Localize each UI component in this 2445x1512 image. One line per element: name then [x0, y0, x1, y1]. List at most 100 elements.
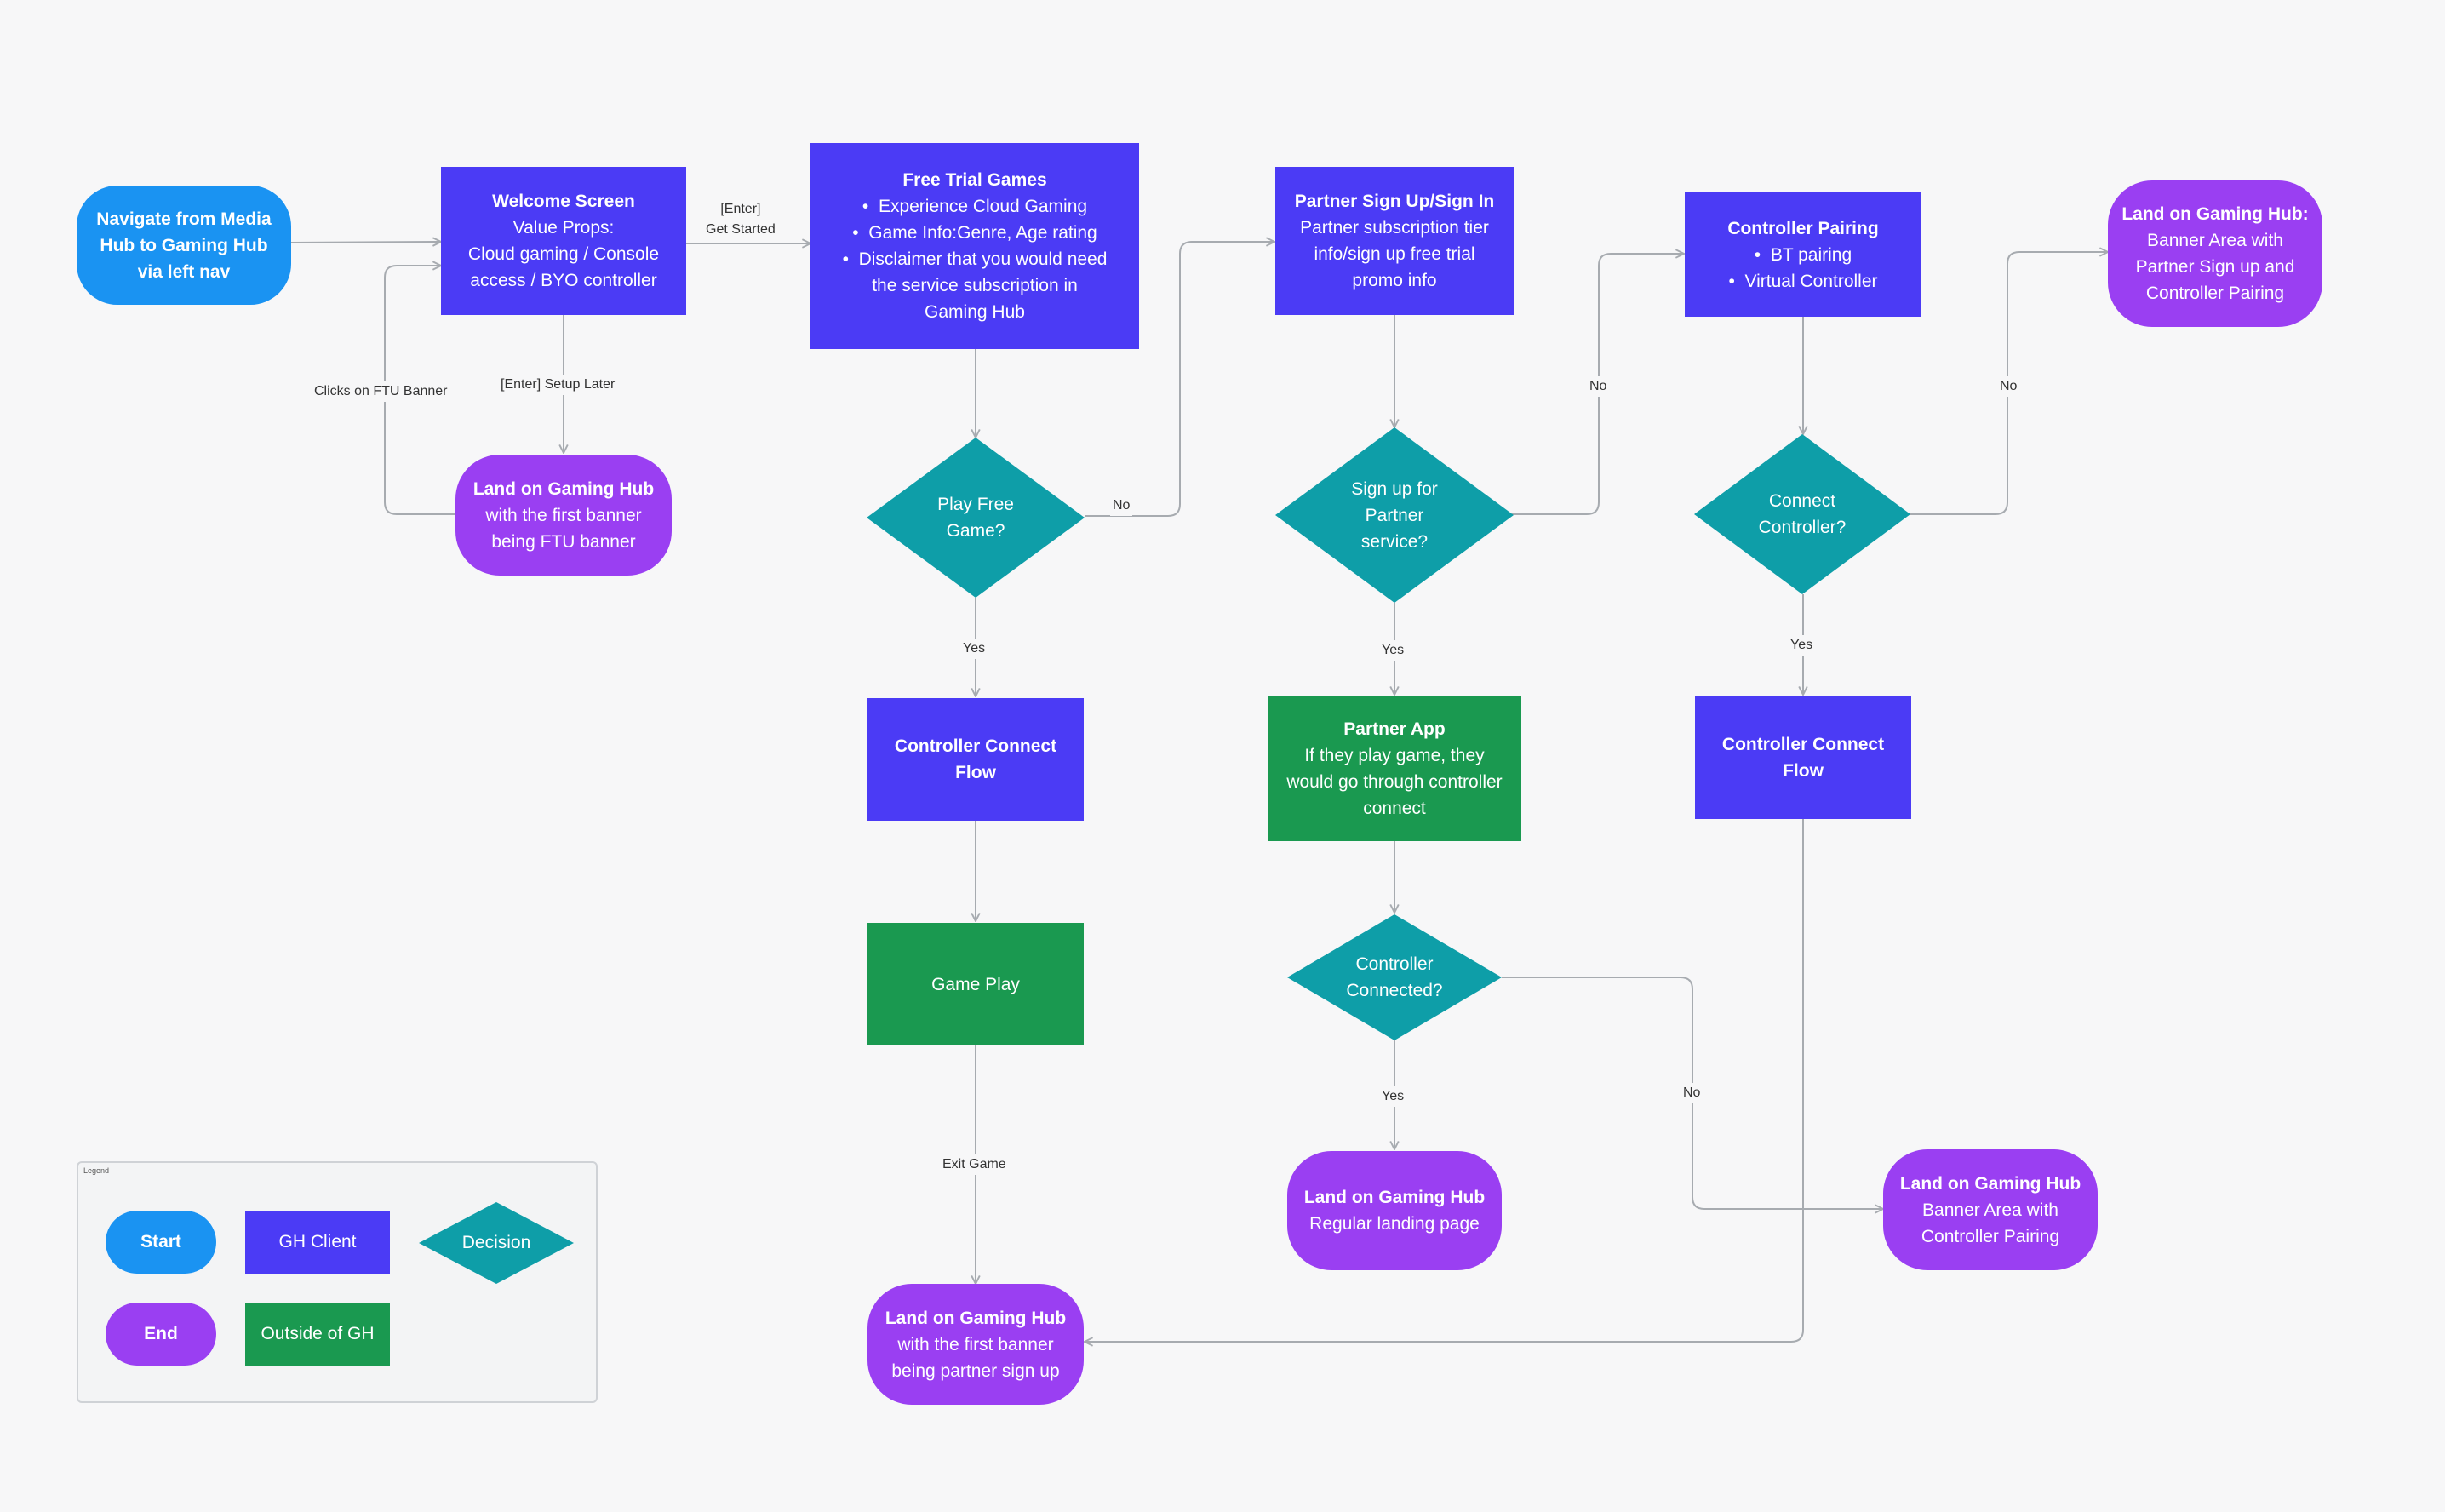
legend-gh-client: GH Client — [245, 1211, 390, 1274]
node-line: Controller Connect — [894, 736, 1057, 756]
decision-line: Controller? — [1758, 518, 1847, 537]
diamond-shape — [419, 1202, 574, 1284]
edge-label-line: [Enter] — [720, 202, 761, 216]
node-line: the service subscription in — [872, 276, 1078, 295]
node-line: with the first banner — [485, 505, 642, 525]
node-line: promo info — [1352, 271, 1437, 290]
node-line: Controller Connect — [1721, 735, 1885, 754]
legend-title: Legend — [83, 1166, 110, 1175]
edge-play-free-no-to-partner-signup — [1085, 242, 1274, 517]
edge-label-yes: Yes — [1379, 1086, 1407, 1107]
node-line: Gaming Hub — [925, 302, 1025, 322]
partner-signup-node: Partner Sign Up/Sign In Partner subscrip… — [1275, 167, 1514, 315]
decision-line: Connect — [1768, 491, 1836, 511]
edge-label-exit-game: Exit Game — [940, 1154, 1009, 1175]
node-line: If they play game, they — [1304, 746, 1485, 765]
legend-decision-label: Decision — [461, 1233, 531, 1252]
diamond-shape — [1287, 914, 1502, 1040]
edge-label-get-started: [Enter] Get Started — [703, 199, 778, 240]
node-line: connect — [1363, 799, 1426, 818]
edge-label-clicks-ftu-banner: Clicks on FTU Banner — [312, 381, 450, 402]
legend-outside-gh: Outside of GH — [245, 1303, 390, 1366]
land-ftu-banner-node: Land on Gaming Hub with the first banner… — [455, 455, 672, 576]
decision-line: service? — [1360, 531, 1429, 552]
partner-app-node: Partner App If they play game, they woul… — [1268, 696, 1521, 841]
node-line: Value Props: — [512, 218, 615, 238]
node-line: with the first banner — [897, 1334, 1054, 1354]
start-navigate-node: Navigate from Media Hub to Gaming Hub vi… — [77, 186, 291, 305]
edge-navigate-to-welcome — [290, 242, 441, 243]
node-bullets: Experience Cloud Gaming Game Info:Genre,… — [843, 193, 1108, 272]
node-title: Land on Gaming Hub — [885, 1308, 1067, 1328]
decision-line: Play Free — [937, 495, 1014, 514]
edge-label-no: No — [1110, 495, 1133, 516]
node-line: Navigate from Media — [96, 209, 272, 229]
node-line: Partner subscription tier — [1300, 218, 1489, 238]
bullet-item: Virtual Controller — [1728, 268, 1878, 295]
node-bullets: BT pairing Virtual Controller — [1728, 242, 1878, 295]
land-partner-banner-node: Land on Gaming Hub with the first banner… — [867, 1284, 1084, 1405]
edge-controller-connect-2-to-land-partner-banner — [1085, 819, 1804, 1342]
edge-label-yes: Yes — [1788, 635, 1816, 656]
edge-label-yes: Yes — [1379, 640, 1407, 661]
decision-line: Game? — [946, 521, 1005, 541]
diamond-shape — [1275, 427, 1514, 603]
play-free-game-decision: Play Free Game? — [867, 438, 1085, 598]
legend-start: Start — [106, 1211, 216, 1274]
decision-line: Connected? — [1346, 981, 1443, 1000]
node-line: Controller Pairing — [1921, 1226, 2060, 1246]
bullet-item: Disclaimer that you would need — [843, 246, 1108, 272]
node-line: Cloud gaming / Console — [467, 244, 660, 264]
decision-line: Sign up for — [1351, 478, 1438, 499]
legend-panel: Legend Start GH Client Decision End Outs… — [77, 1161, 598, 1403]
node-line: Banner Area with — [1922, 1200, 2058, 1220]
welcome-screen-node: Welcome Screen Value Props: Cloud gaming… — [441, 167, 686, 315]
legend-end: End — [106, 1303, 216, 1366]
node-title: Welcome Screen — [492, 192, 635, 211]
controller-connected-decision: Controller Connected? — [1287, 914, 1502, 1040]
bullet-item: Experience Cloud Gaming — [843, 193, 1108, 220]
controller-connect-flow-node: Controller Connect Flow — [867, 698, 1084, 821]
controller-pairing-node: Controller Pairing BT pairing Virtual Co… — [1685, 192, 1921, 317]
land-regular-node: Land on Gaming Hub Regular landing page — [1287, 1151, 1502, 1270]
diamond-shape — [1694, 434, 1910, 594]
node-line: Regular landing page — [1309, 1214, 1480, 1234]
connect-controller-decision: Connect Controller? — [1694, 434, 1910, 594]
node-line: info/sign up free trial — [1314, 244, 1475, 264]
node-title: Land on Gaming Hub: — [2121, 204, 2309, 224]
decision-line: Controller — [1355, 954, 1434, 974]
node-line: Hub to Gaming Hub — [100, 235, 268, 255]
land-banner-pairing-node: Land on Gaming Hub Banner Area with Cont… — [1883, 1149, 2098, 1270]
node-title: Partner App — [1343, 719, 1446, 739]
node-line: Flow — [955, 763, 996, 782]
bullet-item: BT pairing — [1728, 242, 1877, 268]
node-line: via left nav — [137, 261, 231, 282]
diamond-shape — [867, 438, 1085, 598]
node-line: being FTU banner — [491, 531, 636, 552]
node-line: Game Play — [931, 974, 1020, 994]
legend-decision: Decision — [419, 1202, 574, 1284]
node-title: Free Trial Games — [902, 170, 1047, 190]
edge-label-setup-later: [Enter] Setup Later — [498, 375, 618, 395]
node-title: Land on Gaming Hub — [1899, 1173, 2081, 1194]
edge-label-no: No — [1681, 1083, 1703, 1103]
edge-label-line: Get Started — [706, 222, 776, 237]
free-trial-games-node: Free Trial Games Experience Cloud Gaming… — [810, 143, 1139, 349]
node-line: Flow — [1783, 761, 1824, 781]
land-banner-partner-pairing-node: Land on Gaming Hub: Banner Area with Par… — [2108, 180, 2322, 327]
node-title: Controller Pairing — [1727, 218, 1879, 238]
edge-label-yes: Yes — [960, 639, 988, 659]
controller-connect-flow-node: Controller Connect Flow — [1695, 696, 1911, 819]
node-title: Land on Gaming Hub — [472, 478, 655, 499]
edge-label-no: No — [1997, 376, 2020, 397]
bullet-item: Game Info:Genre, Age rating — [843, 220, 1108, 246]
signup-partner-decision: Sign up for Partner service? — [1275, 427, 1514, 603]
node-title: Partner Sign Up/Sign In — [1294, 192, 1495, 211]
decision-line: Partner — [1365, 505, 1424, 525]
game-play-node: Game Play — [867, 923, 1084, 1045]
node-line: Controller Pairing — [2145, 284, 2285, 303]
node-title: Land on Gaming Hub — [1303, 1188, 1486, 1207]
edge-label-no: No — [1587, 376, 1610, 397]
node-line: access / BYO controller — [470, 271, 657, 290]
